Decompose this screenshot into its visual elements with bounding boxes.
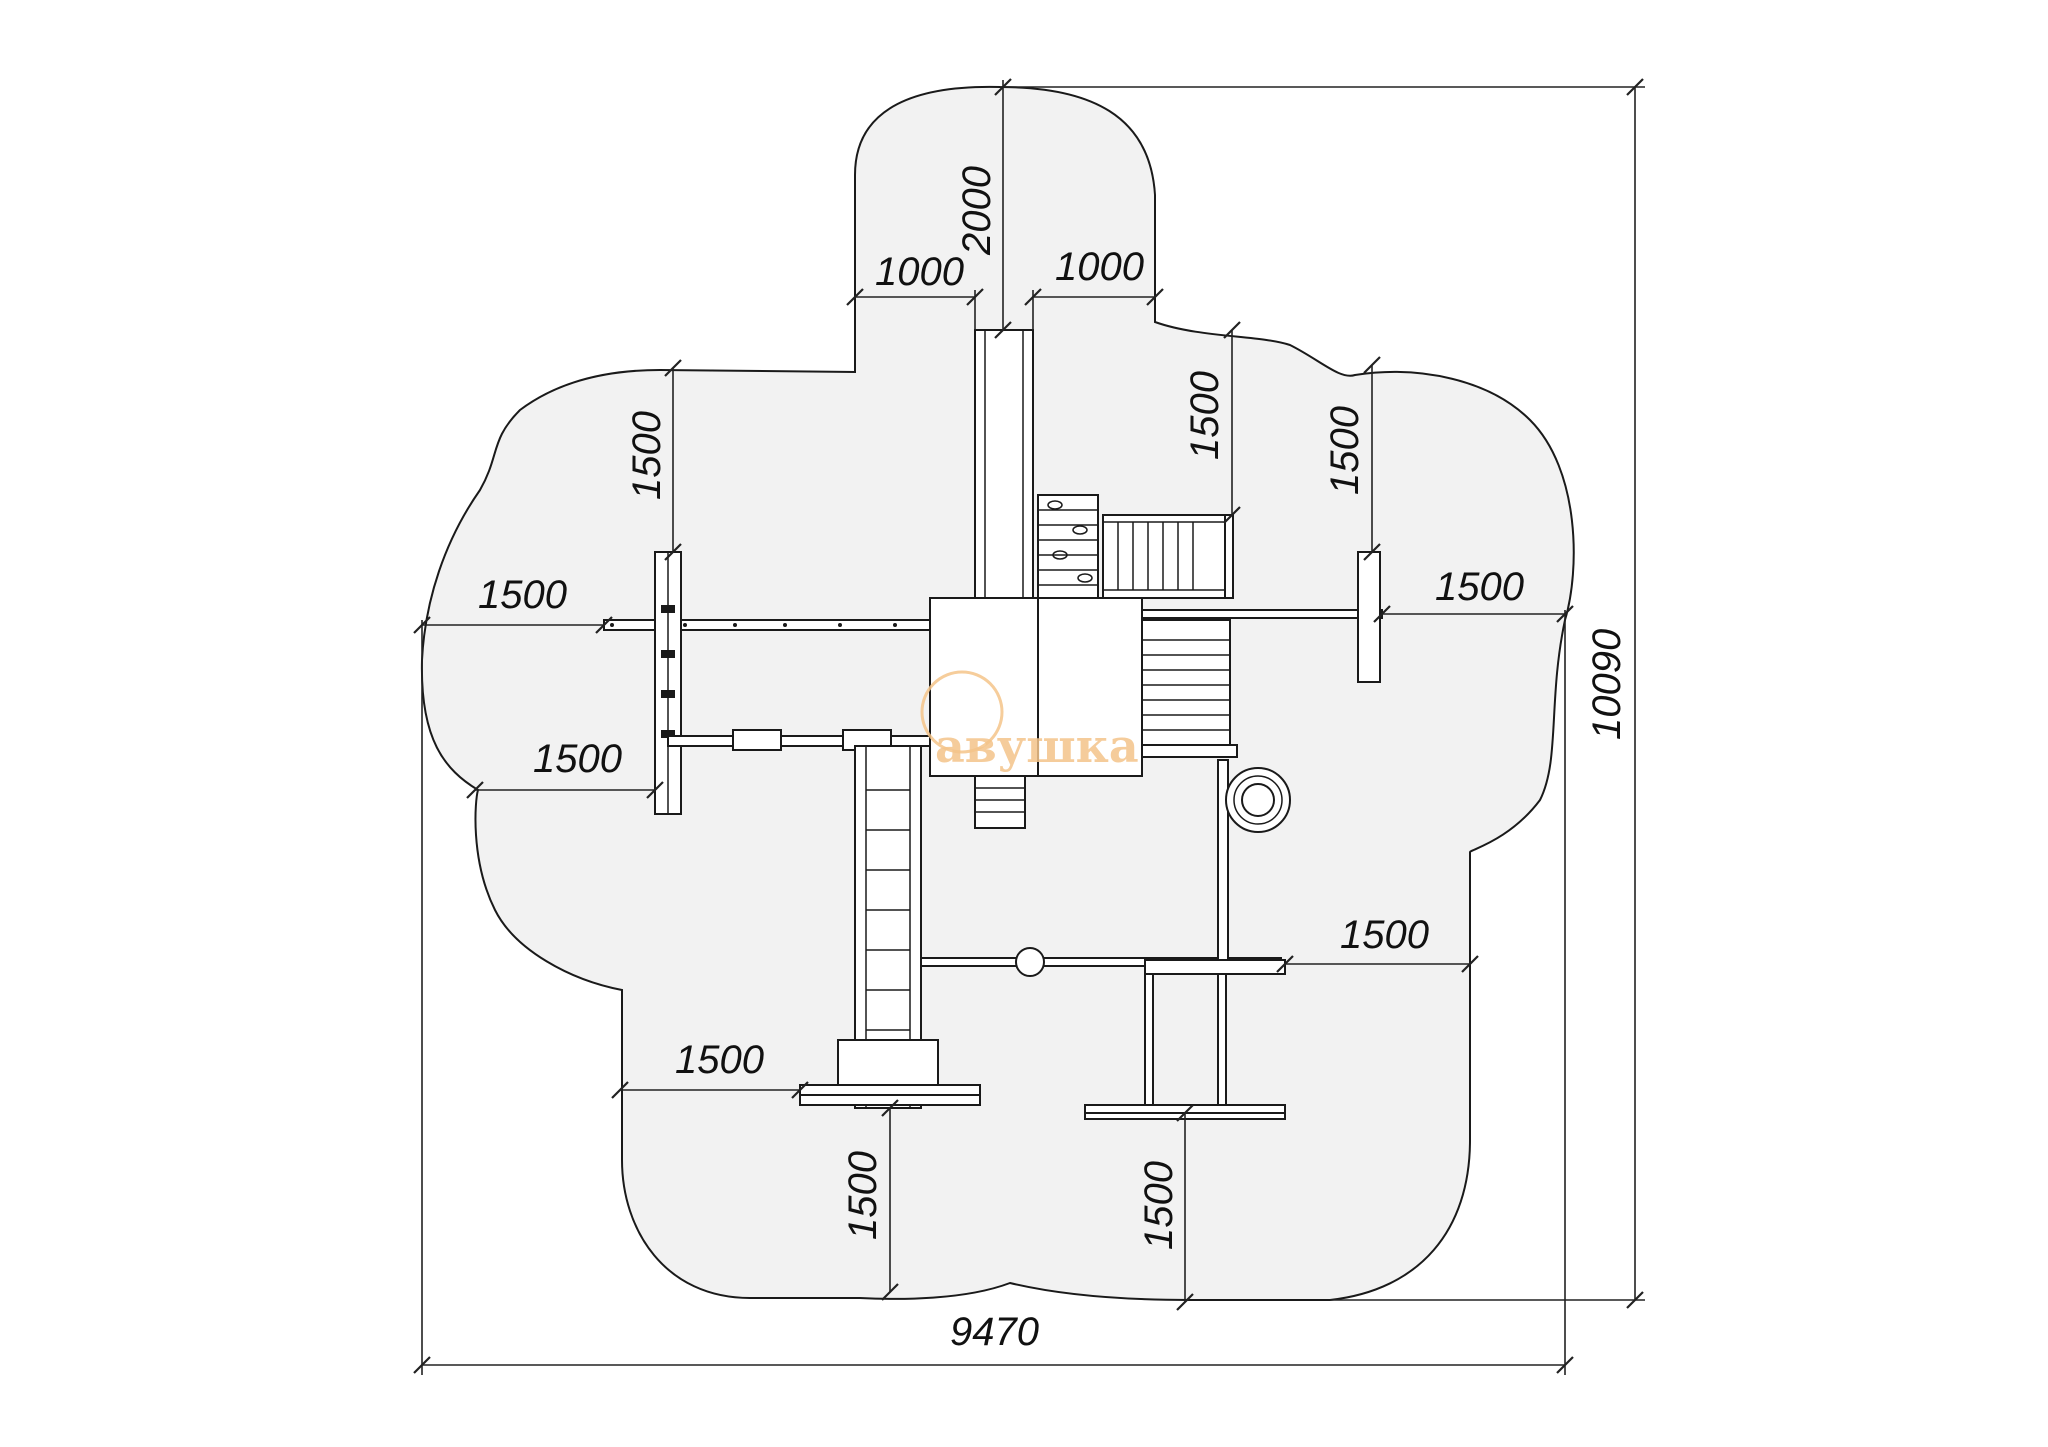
- dim-far-right-top-label: 1500: [1323, 406, 1367, 495]
- dim-bottom-swing: 1500: [1137, 1104, 1194, 1311]
- dim-top-right-label: 1500: [1183, 371, 1227, 460]
- dim-bottom-swing-label: 1500: [1137, 1161, 1181, 1250]
- tire-swing: [1225, 767, 1291, 833]
- dim-total-height: 10090: [1000, 78, 1645, 1309]
- dim-bottom-ladder-label: 1500: [841, 1151, 885, 1240]
- dim-right-bar: 1500: [1373, 565, 1574, 623]
- dim-left-bar-label: 1500: [478, 573, 567, 617]
- dim-total-width-label: 9470: [950, 1310, 1039, 1354]
- dim-left-bar: 1500: [413, 573, 613, 634]
- deck-bridge: [1141, 619, 1238, 758]
- left-horizontal-beam: [603, 619, 931, 631]
- dim-slide-length-label: 2000: [955, 166, 999, 256]
- dim-slide-right: 1000: [1024, 245, 1164, 330]
- dim-right-bar-label: 1500: [1435, 565, 1524, 609]
- left-climbing-post: [654, 551, 682, 815]
- brand-logo: авушка: [920, 670, 1139, 773]
- dim-slide-left: 1000: [846, 250, 984, 330]
- tower-ladder: [974, 775, 1026, 829]
- dim-bottom-ladder: 1500: [841, 1099, 899, 1301]
- dim-far-right-top: 1500: [1323, 356, 1381, 561]
- dim-right-mid: 1500: [1276, 913, 1479, 973]
- dim-bottom-left-side-label: 1500: [675, 1038, 764, 1082]
- slide: [974, 329, 1034, 599]
- rope-ramp: [1102, 514, 1234, 599]
- ladder-base: [799, 1039, 981, 1106]
- dim-top-left: 1500: [625, 359, 682, 561]
- dim-total-height-label: 10090: [1585, 629, 1629, 740]
- dim-total-width: 9470: [413, 610, 1574, 1375]
- right-horizontal-bar: [1141, 609, 1383, 619]
- dim-right-mid-label: 1500: [1340, 913, 1429, 957]
- dim-slide-right-label: 1000: [1055, 245, 1144, 289]
- brand-logo-text: авушка: [935, 719, 1139, 773]
- dim-slide-left-label: 1000: [875, 250, 964, 294]
- dim-slide-length: 2000: [955, 78, 1012, 339]
- climbing-wall: [1037, 494, 1099, 599]
- dim-bottom-left-side: 1500: [611, 1038, 809, 1099]
- right-post: [1357, 551, 1381, 683]
- dim-top-left-label: 1500: [625, 411, 669, 500]
- dim-left-lower-label: 1500: [533, 737, 622, 781]
- dim-left-lower: 1500: [466, 737, 664, 799]
- dim-top-right: 1500: [1183, 321, 1241, 524]
- rope-anchor: [1015, 947, 1045, 977]
- right-vertical-post: [1217, 759, 1229, 961]
